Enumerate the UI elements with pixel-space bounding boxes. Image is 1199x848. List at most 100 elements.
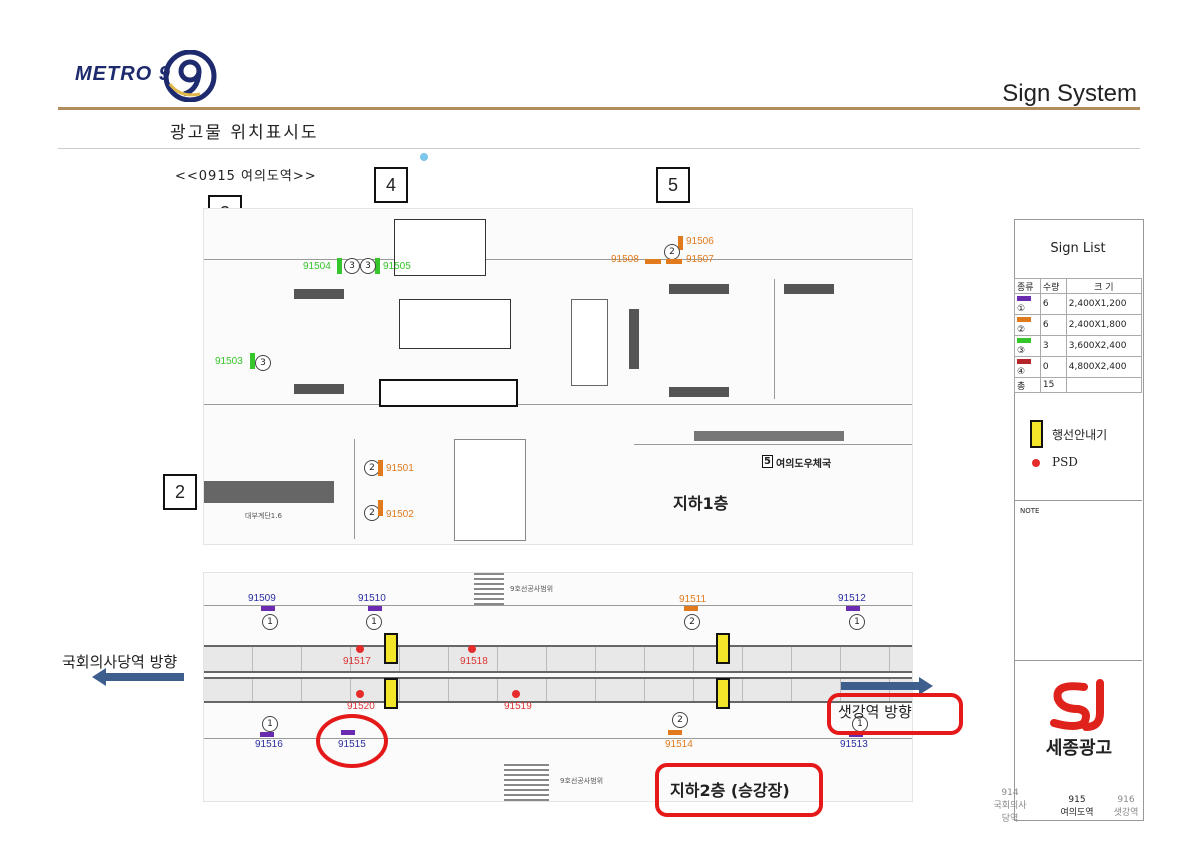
- total-label: 총: [1014, 377, 1041, 393]
- psd-91517-label: 91517: [343, 656, 371, 667]
- station-prev-code: 914: [1001, 788, 1019, 798]
- brand-name: 세종광고: [1045, 738, 1113, 759]
- header-divider: [58, 107, 1140, 110]
- sign-91509-marker: [261, 606, 275, 611]
- sign-91509-label: 91509: [248, 593, 276, 604]
- metro9-logo-text: METRO 9: [75, 63, 171, 85]
- qty-type-2: 6: [1039, 314, 1067, 336]
- sign-91507-label: 91507: [686, 254, 714, 265]
- sign-91512-label: 91512: [838, 593, 866, 604]
- sign-system-title: Sign System: [1002, 80, 1137, 107]
- sign-91503-marker: [250, 353, 255, 369]
- sign-type-3-icon: 3: [255, 355, 271, 371]
- sign-91502-label: 91502: [386, 509, 414, 520]
- station-prev: 914 국회의사당역: [990, 788, 1030, 824]
- title-divider: [58, 148, 1140, 149]
- sign-type-2-icon: 2: [672, 712, 688, 728]
- sign-type-3-icon: 3: [360, 258, 376, 274]
- psd-91519-label: 91519: [504, 701, 532, 712]
- highlight-floor-b2: [655, 763, 823, 817]
- sign-91508-marker: [645, 259, 661, 264]
- sign-91510-marker: [368, 606, 382, 611]
- swatch-type-2: [1017, 317, 1031, 322]
- total-value: 15: [1039, 377, 1067, 393]
- legend-yellow-icon: [1030, 420, 1043, 448]
- sign-91502-marker: [378, 500, 383, 516]
- station-next-name: 샛강역: [1113, 808, 1139, 818]
- psd-point: [356, 645, 364, 653]
- panel-divider: [1014, 500, 1142, 501]
- station-next-code: 916: [1117, 795, 1135, 805]
- note-label: NOTE: [1020, 507, 1040, 515]
- b2-stair-label-top: 9호선공사범위: [510, 585, 554, 593]
- header-qty: 수량: [1039, 278, 1067, 294]
- sign-91503-label: 91503: [215, 356, 243, 367]
- zone-box-2: 2: [163, 474, 197, 510]
- sign-91506-marker: [678, 236, 683, 250]
- metro9-logo-icon: [163, 50, 217, 102]
- station-current-name: 여의도역: [1060, 808, 1094, 818]
- size-type-1: 2,400X1,200: [1065, 293, 1143, 315]
- highlight-direction-right: [827, 693, 963, 735]
- left-arrow-icon: [92, 668, 184, 686]
- highlight-91515: [316, 714, 388, 768]
- sign-91504-label: 91504: [303, 261, 331, 272]
- table-row: ① 6 2,400X1,200: [1014, 293, 1143, 315]
- sign-91513-label: 91513: [840, 739, 868, 750]
- sign-91506-label: 91506: [686, 236, 714, 247]
- sign-type-2-icon: 2: [664, 244, 680, 260]
- sign-91505-marker: [375, 258, 380, 274]
- sign-91507-marker: [666, 259, 682, 264]
- sign-list-table: 종류 수량 크 기 ① 6 2,400X1,200 ② 6 2,400X1,80…: [1014, 278, 1143, 393]
- swatch-type-4: [1017, 359, 1031, 364]
- sign-91514-label: 91514: [665, 739, 693, 750]
- qty-type-3: 3: [1039, 335, 1067, 357]
- exit-5-label: 여의도우체국: [776, 459, 832, 470]
- type-4-label: ④: [1017, 367, 1026, 377]
- sign-91504-marker: [337, 258, 342, 274]
- type-3-label: ③: [1017, 346, 1026, 356]
- legend-psd-icon: [1032, 459, 1040, 467]
- station-current-code: 915: [1068, 795, 1086, 805]
- sign-91510-label: 91510: [358, 593, 386, 604]
- station-label: <<0915 여의도역>>: [175, 169, 317, 184]
- table-header-row: 종류 수량 크 기: [1014, 278, 1143, 294]
- psd-point: [468, 645, 476, 653]
- marker-dot: [420, 153, 428, 161]
- zone-box-5: 5: [656, 167, 690, 203]
- swatch-type-1: [1017, 296, 1031, 301]
- b1-floor-plan: [203, 208, 913, 545]
- sign-type-1-icon: 1: [849, 614, 865, 630]
- sign-type-3-icon: 3: [344, 258, 360, 274]
- sj-brand-logo-icon: [1050, 679, 1104, 731]
- size-type-2: 2,400X1,800: [1065, 314, 1143, 336]
- right-arrow-icon: [841, 677, 933, 695]
- sign-91511-marker: [684, 606, 698, 611]
- sign-91501-marker: [378, 460, 383, 476]
- table-row: ④ 0 4,800X2,400: [1014, 356, 1143, 378]
- psd-91520-label: 91520: [347, 701, 375, 712]
- sign-91501-label: 91501: [386, 463, 414, 474]
- header-size: 크 기: [1065, 278, 1143, 294]
- size-type-3: 3,600X2,400: [1065, 335, 1143, 357]
- floor-label-b1: 지하1층: [673, 494, 729, 513]
- panel-divider: [1014, 660, 1142, 661]
- psd-point: [356, 690, 364, 698]
- sign-type-1-icon: 1: [262, 716, 278, 732]
- destination-sign-marker: [384, 633, 398, 664]
- b2-stair-label-bottom: 9호선공사범위: [560, 777, 604, 785]
- station-prev-name: 국회의사당역: [993, 801, 1027, 824]
- sign-list-title: Sign List: [1050, 241, 1106, 256]
- direction-right-label: 샛강역 방향: [838, 703, 912, 721]
- sign-91516-label: 91516: [255, 739, 283, 750]
- floor-label-b2: 지하2층 (승강장): [670, 781, 790, 800]
- zone-box-4: 4: [374, 167, 408, 203]
- b1-stair-label: 대부계단1.6: [245, 512, 282, 520]
- sign-91514-marker: [668, 730, 682, 735]
- header-type: 종류: [1014, 278, 1041, 294]
- sign-type-1-icon: 1: [366, 614, 382, 630]
- type-2-label: ②: [1017, 325, 1026, 335]
- sign-91508-label: 91508: [611, 254, 639, 265]
- sign-91511-label: 91511: [679, 594, 707, 605]
- type-1-label: ①: [1017, 304, 1026, 314]
